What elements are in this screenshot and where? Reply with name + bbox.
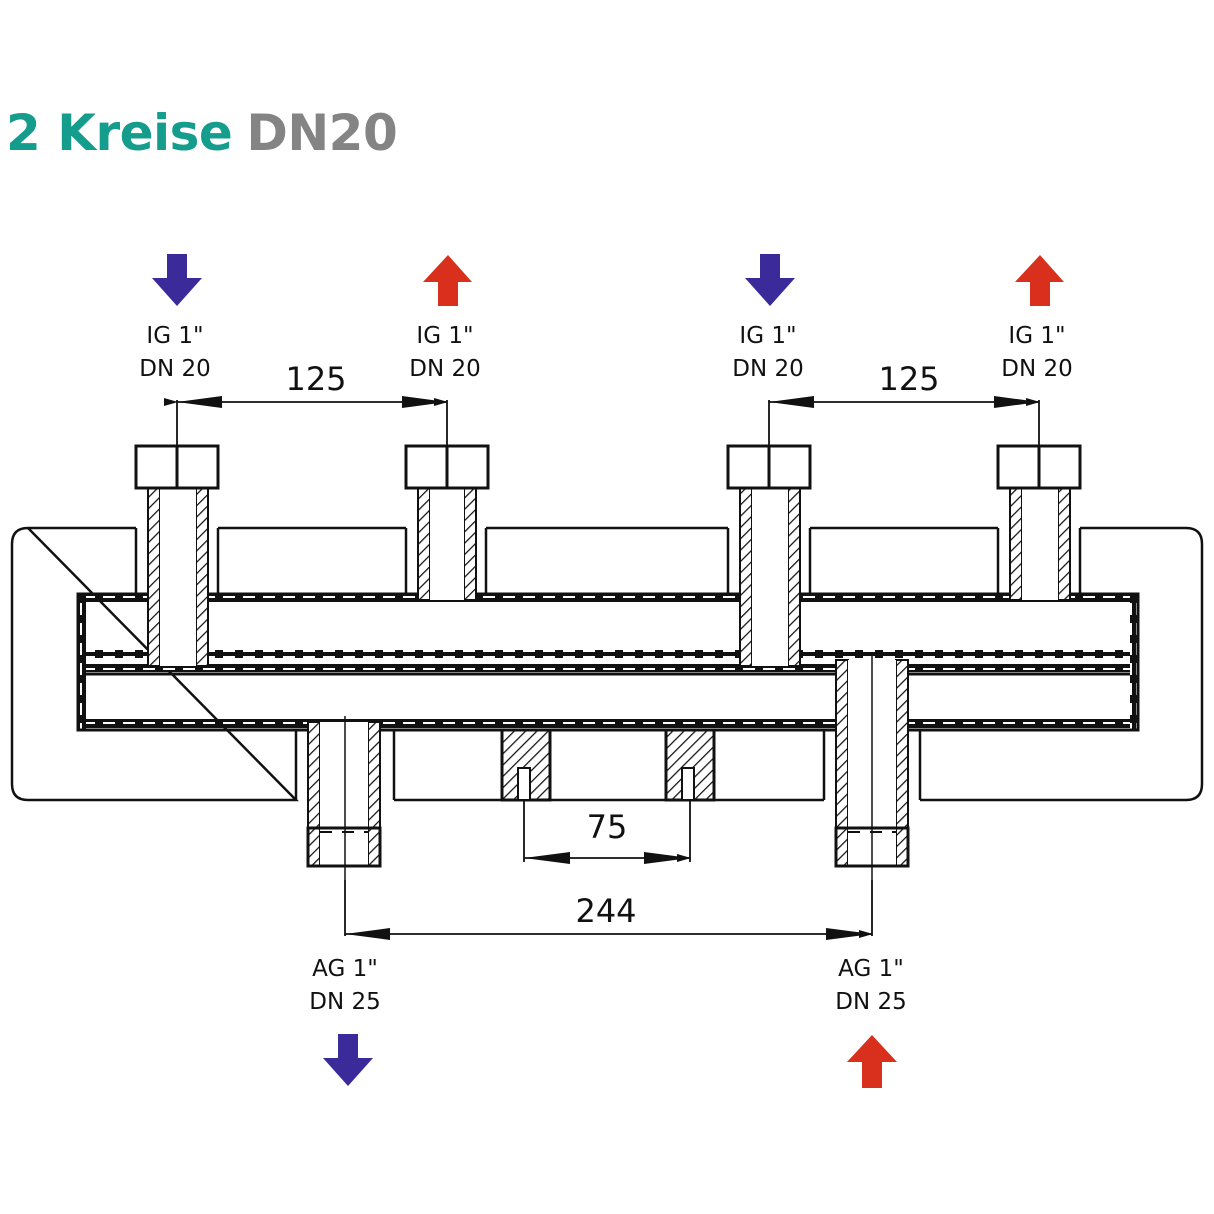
port-label-top-3: IG 1" DN 20: [708, 320, 828, 386]
top-pipe-4: [996, 444, 1082, 601]
top-pipe-3: [726, 444, 812, 667]
bottom-pipe-right: [834, 656, 910, 880]
title-dn: DN20: [246, 104, 398, 162]
blue-arrow-down-1: [152, 254, 202, 306]
port-thread: AG 1": [312, 956, 378, 982]
mount-block-left: [500, 728, 552, 802]
bottom-pipe-left: [306, 716, 382, 880]
dimension-left-pair: 125: [285, 360, 347, 398]
port-size: DN 25: [835, 989, 907, 1015]
top-pipe-1: [134, 444, 220, 667]
lower-header: [86, 664, 1130, 728]
port-label-top-2: IG 1" DN 20: [385, 320, 505, 386]
insulation-shell: [10, 526, 1204, 802]
red-arrow-up-3: [847, 1035, 897, 1088]
dimension-right-pair: 125: [878, 360, 940, 398]
dimension-mount: 75: [586, 808, 628, 846]
shell-recess-walls: [134, 528, 1082, 800]
dimension-bottom-ports: 244: [575, 892, 637, 930]
port-size: DN 20: [732, 356, 804, 382]
red-arrow-up-2: [1015, 255, 1064, 306]
port-thread: IG 1": [1008, 323, 1066, 349]
dimension-arrowheads: [177, 396, 1039, 940]
port-thread: IG 1": [739, 323, 797, 349]
port-label-top-1: IG 1" DN 20: [115, 320, 235, 386]
blue-arrow-down-3: [323, 1034, 373, 1086]
blue-arrow-down-2: [745, 254, 795, 306]
port-size: DN 20: [139, 356, 211, 382]
port-size: DN 25: [309, 989, 381, 1015]
mount-block-right: [664, 728, 716, 802]
port-size: DN 20: [1001, 356, 1073, 382]
port-thread: IG 1": [146, 323, 204, 349]
upper-header: [76, 592, 1140, 732]
port-label-bottom-1: AG 1" DN 25: [285, 953, 405, 1019]
title-circuits: 2 Kreise: [6, 104, 233, 162]
port-thread: IG 1": [416, 323, 474, 349]
port-thread: AG 1": [838, 956, 904, 982]
red-arrow-up-1: [423, 255, 472, 306]
top-pipe-2: [404, 444, 490, 601]
port-label-bottom-2: AG 1" DN 25: [811, 953, 931, 1019]
port-label-top-4: IG 1" DN 20: [977, 320, 1097, 386]
port-size: DN 20: [409, 356, 481, 382]
